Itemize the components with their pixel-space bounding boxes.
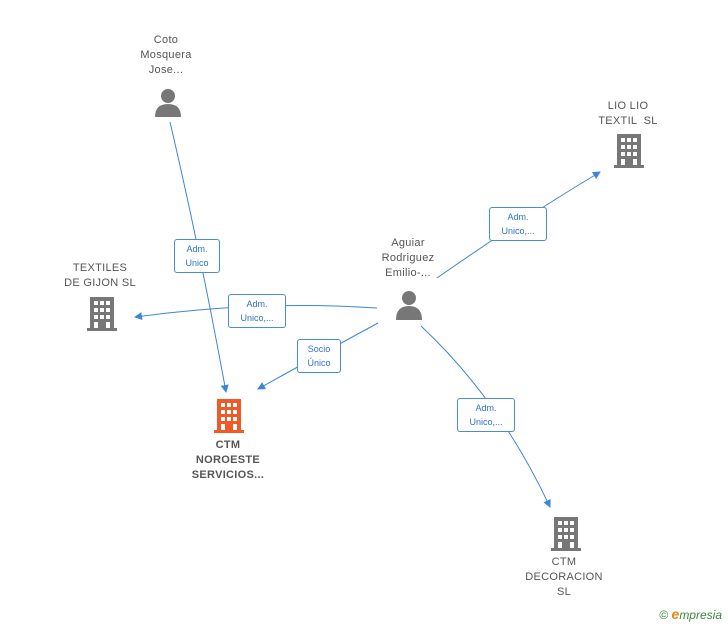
node-label-line: SL: [556, 586, 572, 598]
node-label-lio-lio[interactable]: LIO LIO TEXTIL SL: [582, 99, 674, 129]
node-label-line: Jose...: [148, 64, 184, 76]
edge-label-aguiar-decoracion[interactable]: Adm. Unico,...: [457, 398, 515, 432]
edge-label-aguiar-noroeste[interactable]: Socio Único: [297, 339, 341, 373]
node-label-line: SERVICIOS...: [191, 469, 265, 481]
edge-label-line: Único: [307, 358, 331, 368]
node-label-line: CTM: [215, 439, 241, 451]
building-icon-focus[interactable]: [214, 399, 244, 433]
node-label-ctm-noroeste[interactable]: CTM NOROESTE SERVICIOS...: [172, 438, 284, 483]
node-label-ctm-decoracion[interactable]: CTM DECORACION SL: [514, 555, 614, 600]
edge-label-line: Adm.: [507, 212, 529, 222]
node-label-line: TEXTIL SL: [598, 115, 658, 127]
node-label-line: DE GIJON SL: [64, 277, 136, 289]
building-icon[interactable]: [551, 517, 581, 551]
person-icon[interactable]: [396, 291, 422, 320]
edge-label-line: Unico: [185, 258, 209, 268]
building-icon[interactable]: [614, 134, 644, 168]
node-label-line: Coto: [153, 34, 179, 46]
node-label-line: CTM: [551, 556, 577, 568]
brand-watermark: © empresia: [659, 606, 722, 622]
edge-label-line: Unico,...: [469, 417, 503, 427]
copyright-icon: ©: [659, 608, 669, 622]
node-label-line: TEXTILES: [72, 262, 128, 274]
node-label-line: Aguiar: [391, 237, 425, 249]
edge-label-line: Adm.: [246, 299, 268, 309]
node-label-textiles[interactable]: TEXTILES DE GIJON SL: [54, 261, 146, 291]
node-label-line: Mosquera: [140, 49, 192, 61]
edge-label-line: Adm.: [186, 244, 208, 254]
edge-label-aguiar-textiles[interactable]: Adm. Unico,...: [228, 294, 286, 328]
person-icon[interactable]: [155, 89, 181, 117]
brand-name: mpresia: [679, 608, 722, 622]
edge-label-line: Socio: [307, 344, 331, 354]
brand-initial: e: [671, 606, 680, 622]
node-label-line: NOROESTE: [195, 454, 261, 466]
edge-label-line: Adm.: [475, 403, 497, 413]
node-label-aguiar[interactable]: Aguiar Rodriguez Emilio-...: [362, 236, 454, 281]
edge-label-coto-noroeste[interactable]: Adm. Unico: [174, 239, 220, 273]
node-label-line: LIO LIO: [607, 100, 649, 112]
node-label-line: Rodriguez: [381, 252, 435, 264]
node-label-line: Emilio-...: [385, 267, 431, 279]
node-label-line: DECORACION: [525, 571, 603, 583]
edge-label-line: Unico,...: [501, 226, 535, 236]
node-label-coto[interactable]: Coto Mosquera Jose...: [120, 33, 212, 78]
edge-label-line: Unico,...: [240, 313, 274, 323]
edge-label-aguiar-lio[interactable]: Adm. Unico,...: [489, 207, 547, 241]
building-icon[interactable]: [87, 297, 117, 331]
